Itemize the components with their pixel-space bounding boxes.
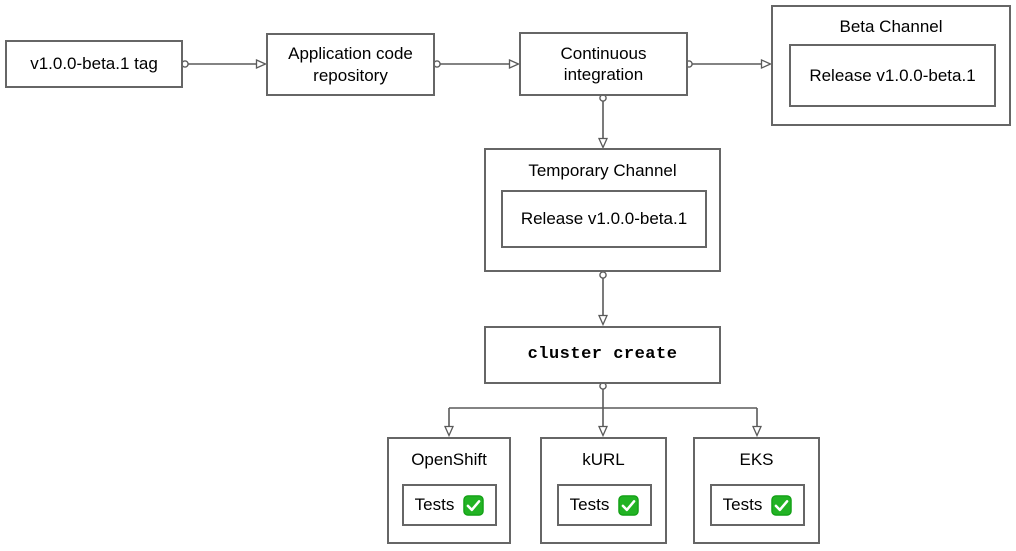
- openshift-title: OpenShift: [411, 450, 487, 469]
- edge-ci-to-beta-channel: [685, 58, 773, 70]
- node-beta-channel[interactable]: Beta Channel Release v1.0.0-beta.1: [771, 5, 1011, 126]
- check-mark-button-icon: [618, 494, 640, 516]
- edge-temporary-channel-to-cluster-create: [597, 271, 609, 327]
- temporary-channel-release-box[interactable]: Release v1.0.0-beta.1: [501, 190, 707, 248]
- eks-tests-label: Tests: [722, 495, 763, 515]
- edge-repo-to-ci: [433, 58, 521, 70]
- beta-channel-title: Beta Channel: [839, 17, 943, 36]
- eks-title: EKS: [739, 450, 774, 469]
- temporary-channel-title: Temporary Channel: [528, 161, 677, 180]
- check-mark-button-icon: [463, 494, 485, 516]
- node-tag-label: v1.0.0-beta.1 tag: [30, 54, 158, 74]
- node-temporary-channel[interactable]: Temporary Channel Release v1.0.0-beta.1: [484, 148, 721, 272]
- edge-cluster-create-branches: [443, 382, 763, 438]
- beta-channel-release-box[interactable]: Release v1.0.0-beta.1: [789, 44, 996, 107]
- eks-tests-box[interactable]: Tests: [710, 484, 805, 526]
- kurl-title: kURL: [582, 450, 625, 469]
- openshift-tests-label: Tests: [414, 495, 455, 515]
- node-kurl[interactable]: kURL Tests: [540, 437, 667, 544]
- temporary-channel-release-label: Release v1.0.0-beta.1: [520, 209, 688, 229]
- edge-tag-to-repo: [181, 58, 268, 70]
- node-openshift[interactable]: OpenShift Tests: [387, 437, 511, 544]
- node-tag[interactable]: v1.0.0-beta.1 tag: [5, 40, 183, 88]
- node-application-code-repository[interactable]: Application code repository: [266, 33, 435, 96]
- node-continuous-integration[interactable]: Continuous integration: [519, 32, 688, 96]
- check-mark-button-icon: [771, 494, 793, 516]
- node-repo-label: Application code repository: [288, 44, 413, 85]
- kurl-tests-box[interactable]: Tests: [557, 484, 652, 526]
- cluster-create-label: cluster create: [527, 345, 678, 365]
- beta-channel-release-label: Release v1.0.0-beta.1: [809, 65, 976, 85]
- node-eks[interactable]: EKS Tests: [693, 437, 820, 544]
- edge-ci-to-temporary-channel: [597, 94, 609, 150]
- node-cluster-create[interactable]: cluster create: [484, 326, 721, 384]
- node-ci-label: Continuous integration: [560, 43, 647, 84]
- openshift-tests-box[interactable]: Tests: [402, 484, 497, 526]
- kurl-tests-label: Tests: [569, 495, 610, 515]
